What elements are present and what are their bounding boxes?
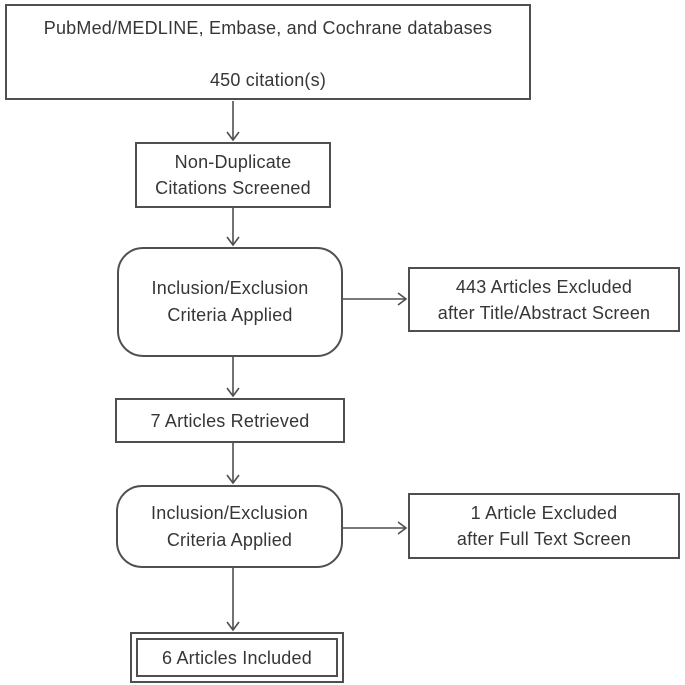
criteria1-text-line1: Inclusion/Exclusion [151,278,309,298]
excluded2-count-text: 1 Article Excluded [470,503,618,523]
arrow-down-retrieved-to-criteria2 [226,443,240,485]
flow-box-criteria-applied-2: Inclusion/Exclusion Criteria Applied [116,485,343,568]
arrow-down-criteria2-to-included [226,568,240,632]
arrow-right-criteria2-to-excluded2 [343,521,408,535]
criteria2-text-line1: Inclusion/Exclusion [151,502,308,523]
flow-box-excluded-title-abstract: 443 Articles Excluded after Title/Abstra… [408,267,680,332]
arrow-right-criteria1-to-excluded1 [343,292,408,306]
databases-sources-text: PubMed/MEDLINE, Embase, and Cochrane dat… [43,18,493,38]
arrow-down-screened-to-criteria1 [226,208,240,247]
screened-text-line1: Non-Duplicate [174,152,292,172]
flow-box-criteria-applied-1: Inclusion/Exclusion Criteria Applied [117,247,343,357]
excluded1-count-text: 443 Articles Excluded [455,276,633,297]
flow-box-excluded-full-text: 1 Article Excluded after Full Text Scree… [408,493,680,559]
flow-box-databases: PubMed/MEDLINE, Embase, and Cochrane dat… [5,4,531,100]
included-count-text: 6 Articles Included [162,647,312,668]
arrow-down-databases-to-screened [226,101,240,142]
databases-citation-count: 450 citation(s) [209,70,327,90]
criteria1-text-line2: Criteria Applied [167,305,293,325]
flow-box-nonduplicate-screened: Non-Duplicate Citations Screened [135,142,331,208]
excluded2-stage-text: after Full Text Screen [456,529,632,549]
arrow-down-criteria1-to-retrieved [226,357,240,398]
flow-box-articles-retrieved: 7 Articles Retrieved [115,398,345,443]
retrieved-count-text: 7 Articles Retrieved [150,410,310,431]
flow-box-articles-included: 6 Articles Included [130,632,344,683]
screened-text-line2: Citations Screened [155,178,311,198]
included-inner-border: 6 Articles Included [136,638,338,677]
excluded1-stage-text: after Title/Abstract Screen [437,302,651,323]
criteria2-text-line2: Criteria Applied [166,529,293,550]
